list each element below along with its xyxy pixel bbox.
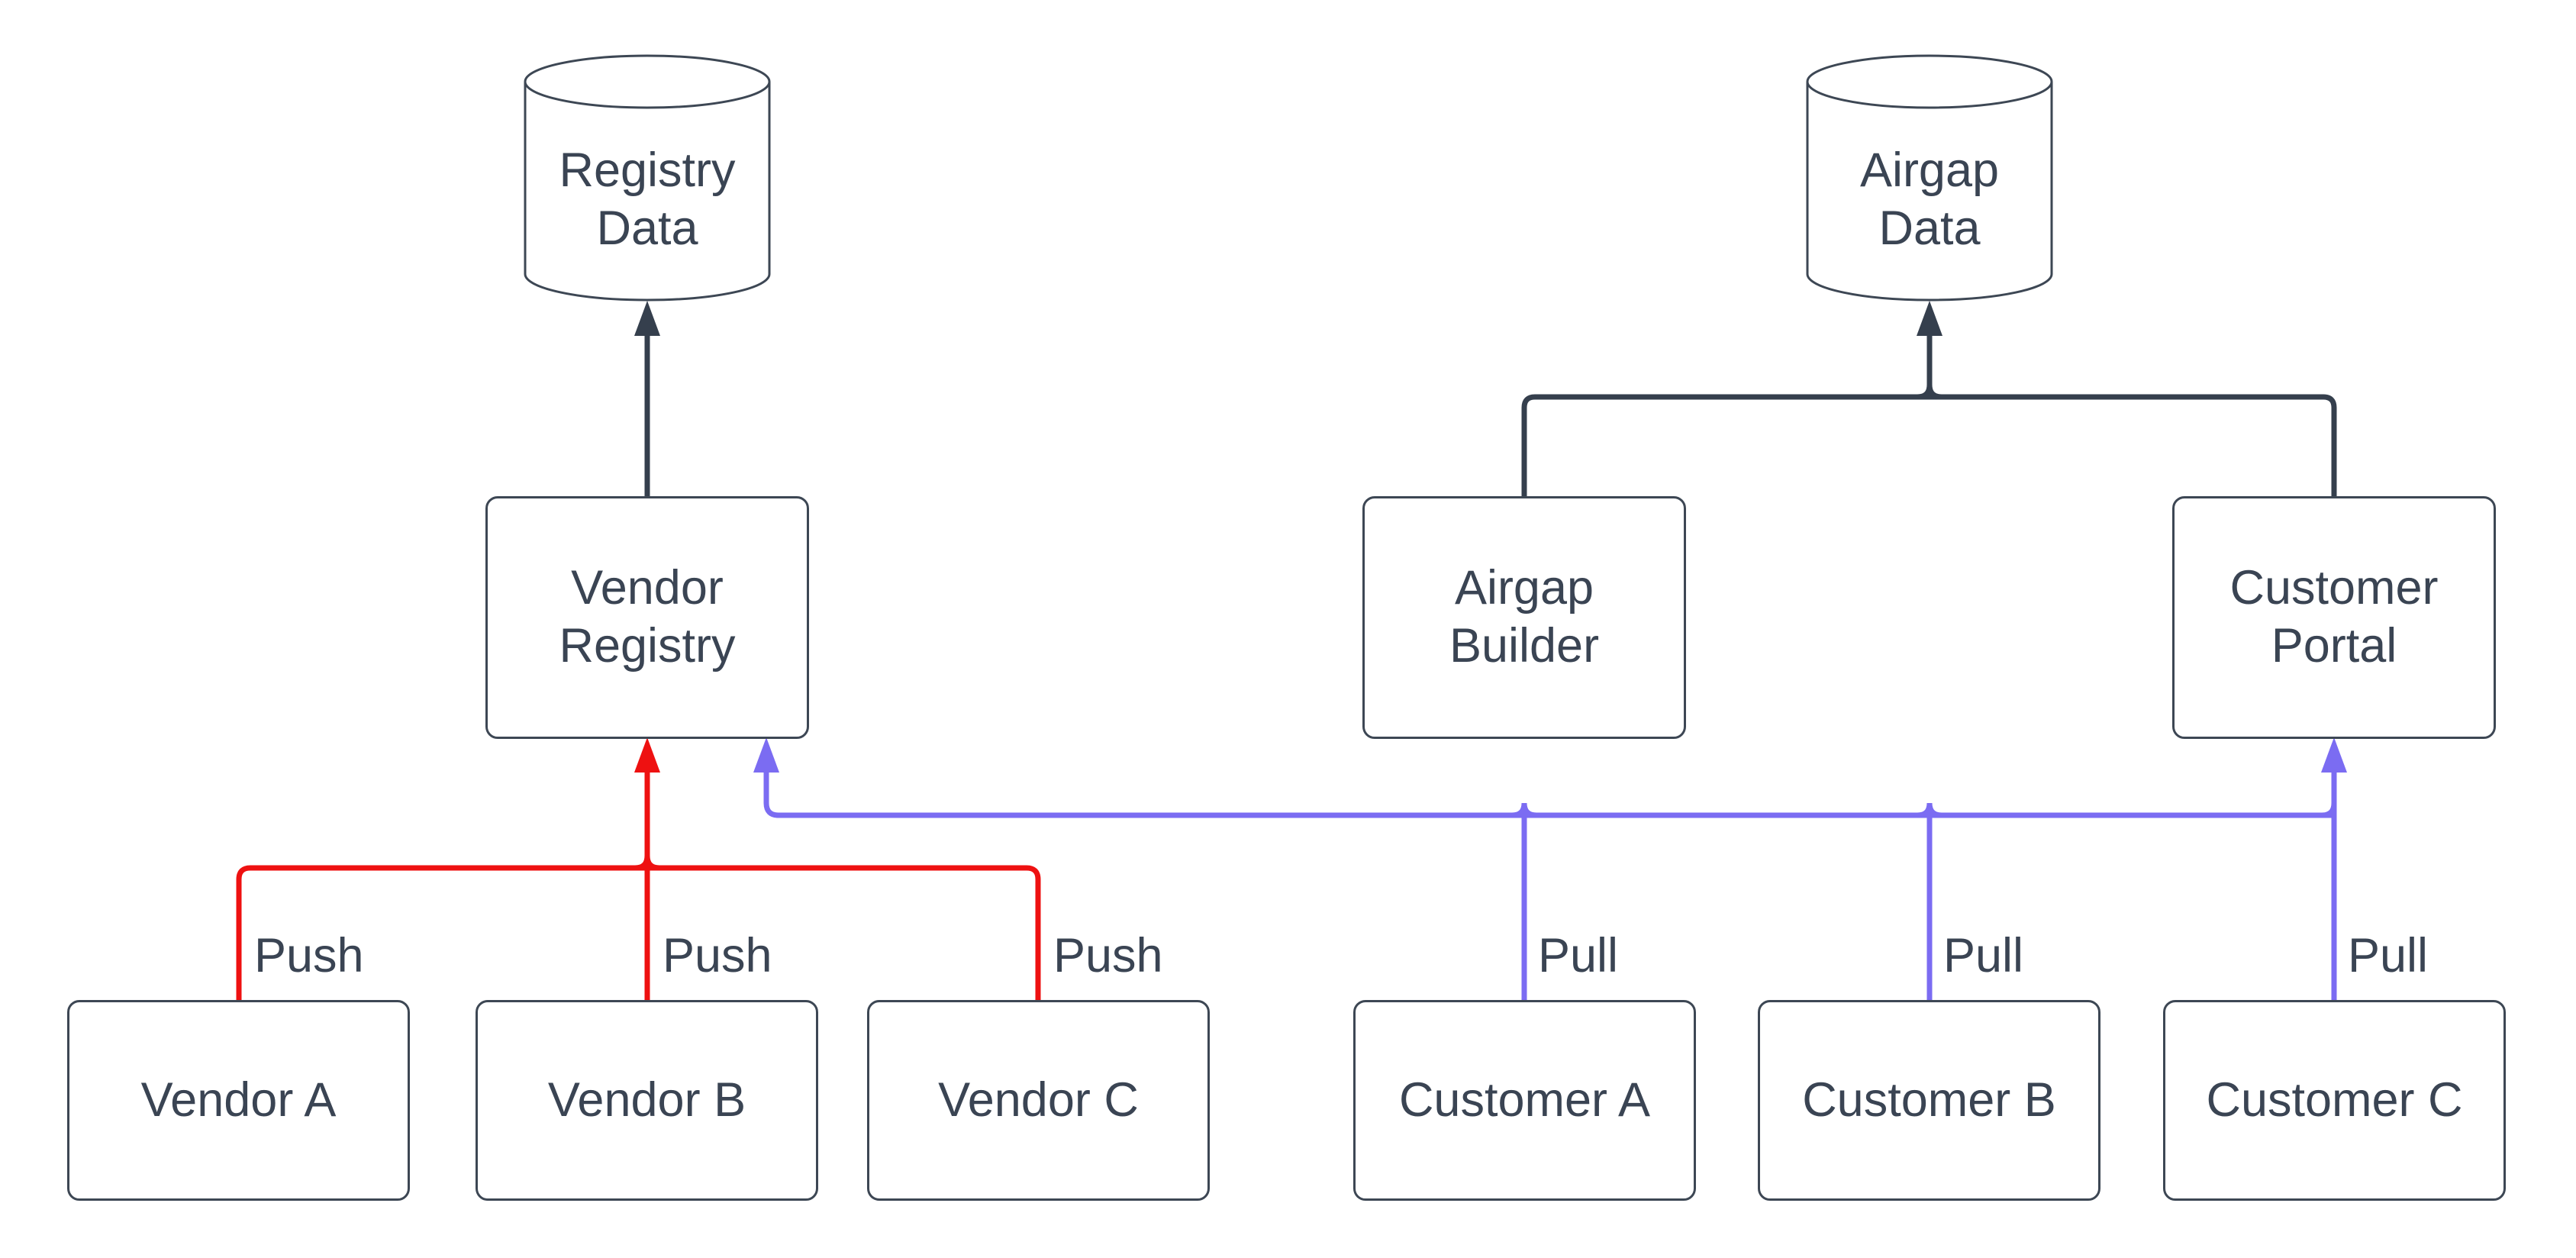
registry-data-cylinder-icon	[524, 82, 771, 302]
pull-label-customer-a: Pull	[1538, 928, 1619, 982]
customer-c-node: Customer C	[2163, 1000, 2506, 1201]
arrowhead-airgap-data-icon	[1917, 301, 1942, 336]
vendor-registry-node: Vendor Registry	[485, 496, 809, 739]
edge-airgap-builder-to-airgap-data	[1521, 394, 1930, 496]
vendor-c-node: Vendor C	[867, 1000, 1210, 1201]
customer-b-node: Customer B	[1758, 1000, 2100, 1201]
customer-a-node: Customer A	[1353, 1000, 1696, 1201]
push-label-vendor-b: Push	[663, 928, 772, 982]
arrowhead-push-vendor-registry-icon	[634, 737, 660, 773]
junction-pull-fillet	[1511, 802, 2337, 818]
arrowhead-registry-data-icon	[634, 301, 660, 336]
vendor-b-node: Vendor B	[476, 1000, 818, 1201]
edge-customer-portal-to-airgap-data	[1930, 394, 2337, 496]
airgap-builder-node: Airgap Builder	[1362, 496, 1686, 739]
vendor-a-node: Vendor A	[67, 1000, 410, 1201]
pull-label-customer-c: Pull	[2348, 928, 2429, 982]
junction-push-fillet	[634, 855, 660, 871]
edge-pull-main	[763, 769, 2334, 818]
arrowhead-pull-vendor-registry-icon	[753, 737, 779, 773]
push-label-vendor-c: Push	[1053, 928, 1163, 982]
airgap-data-datastore: Airgap Data	[1859, 144, 2000, 255]
registry-data-cylinder-top-icon	[524, 54, 771, 109]
registry-data-datastore: Registry Data	[559, 144, 736, 255]
push-label-vendor-a: Push	[254, 928, 364, 982]
arrowhead-pull-customer-portal-icon	[2321, 737, 2347, 773]
junction-airgap-fillet	[1917, 384, 1942, 400]
airgap-data-cylinder-icon	[1806, 82, 2053, 302]
pull-label-customer-b: Pull	[1943, 928, 2024, 982]
customer-portal-node: Customer Portal	[2172, 496, 2496, 739]
airgap-data-cylinder-top-icon	[1806, 54, 2053, 109]
